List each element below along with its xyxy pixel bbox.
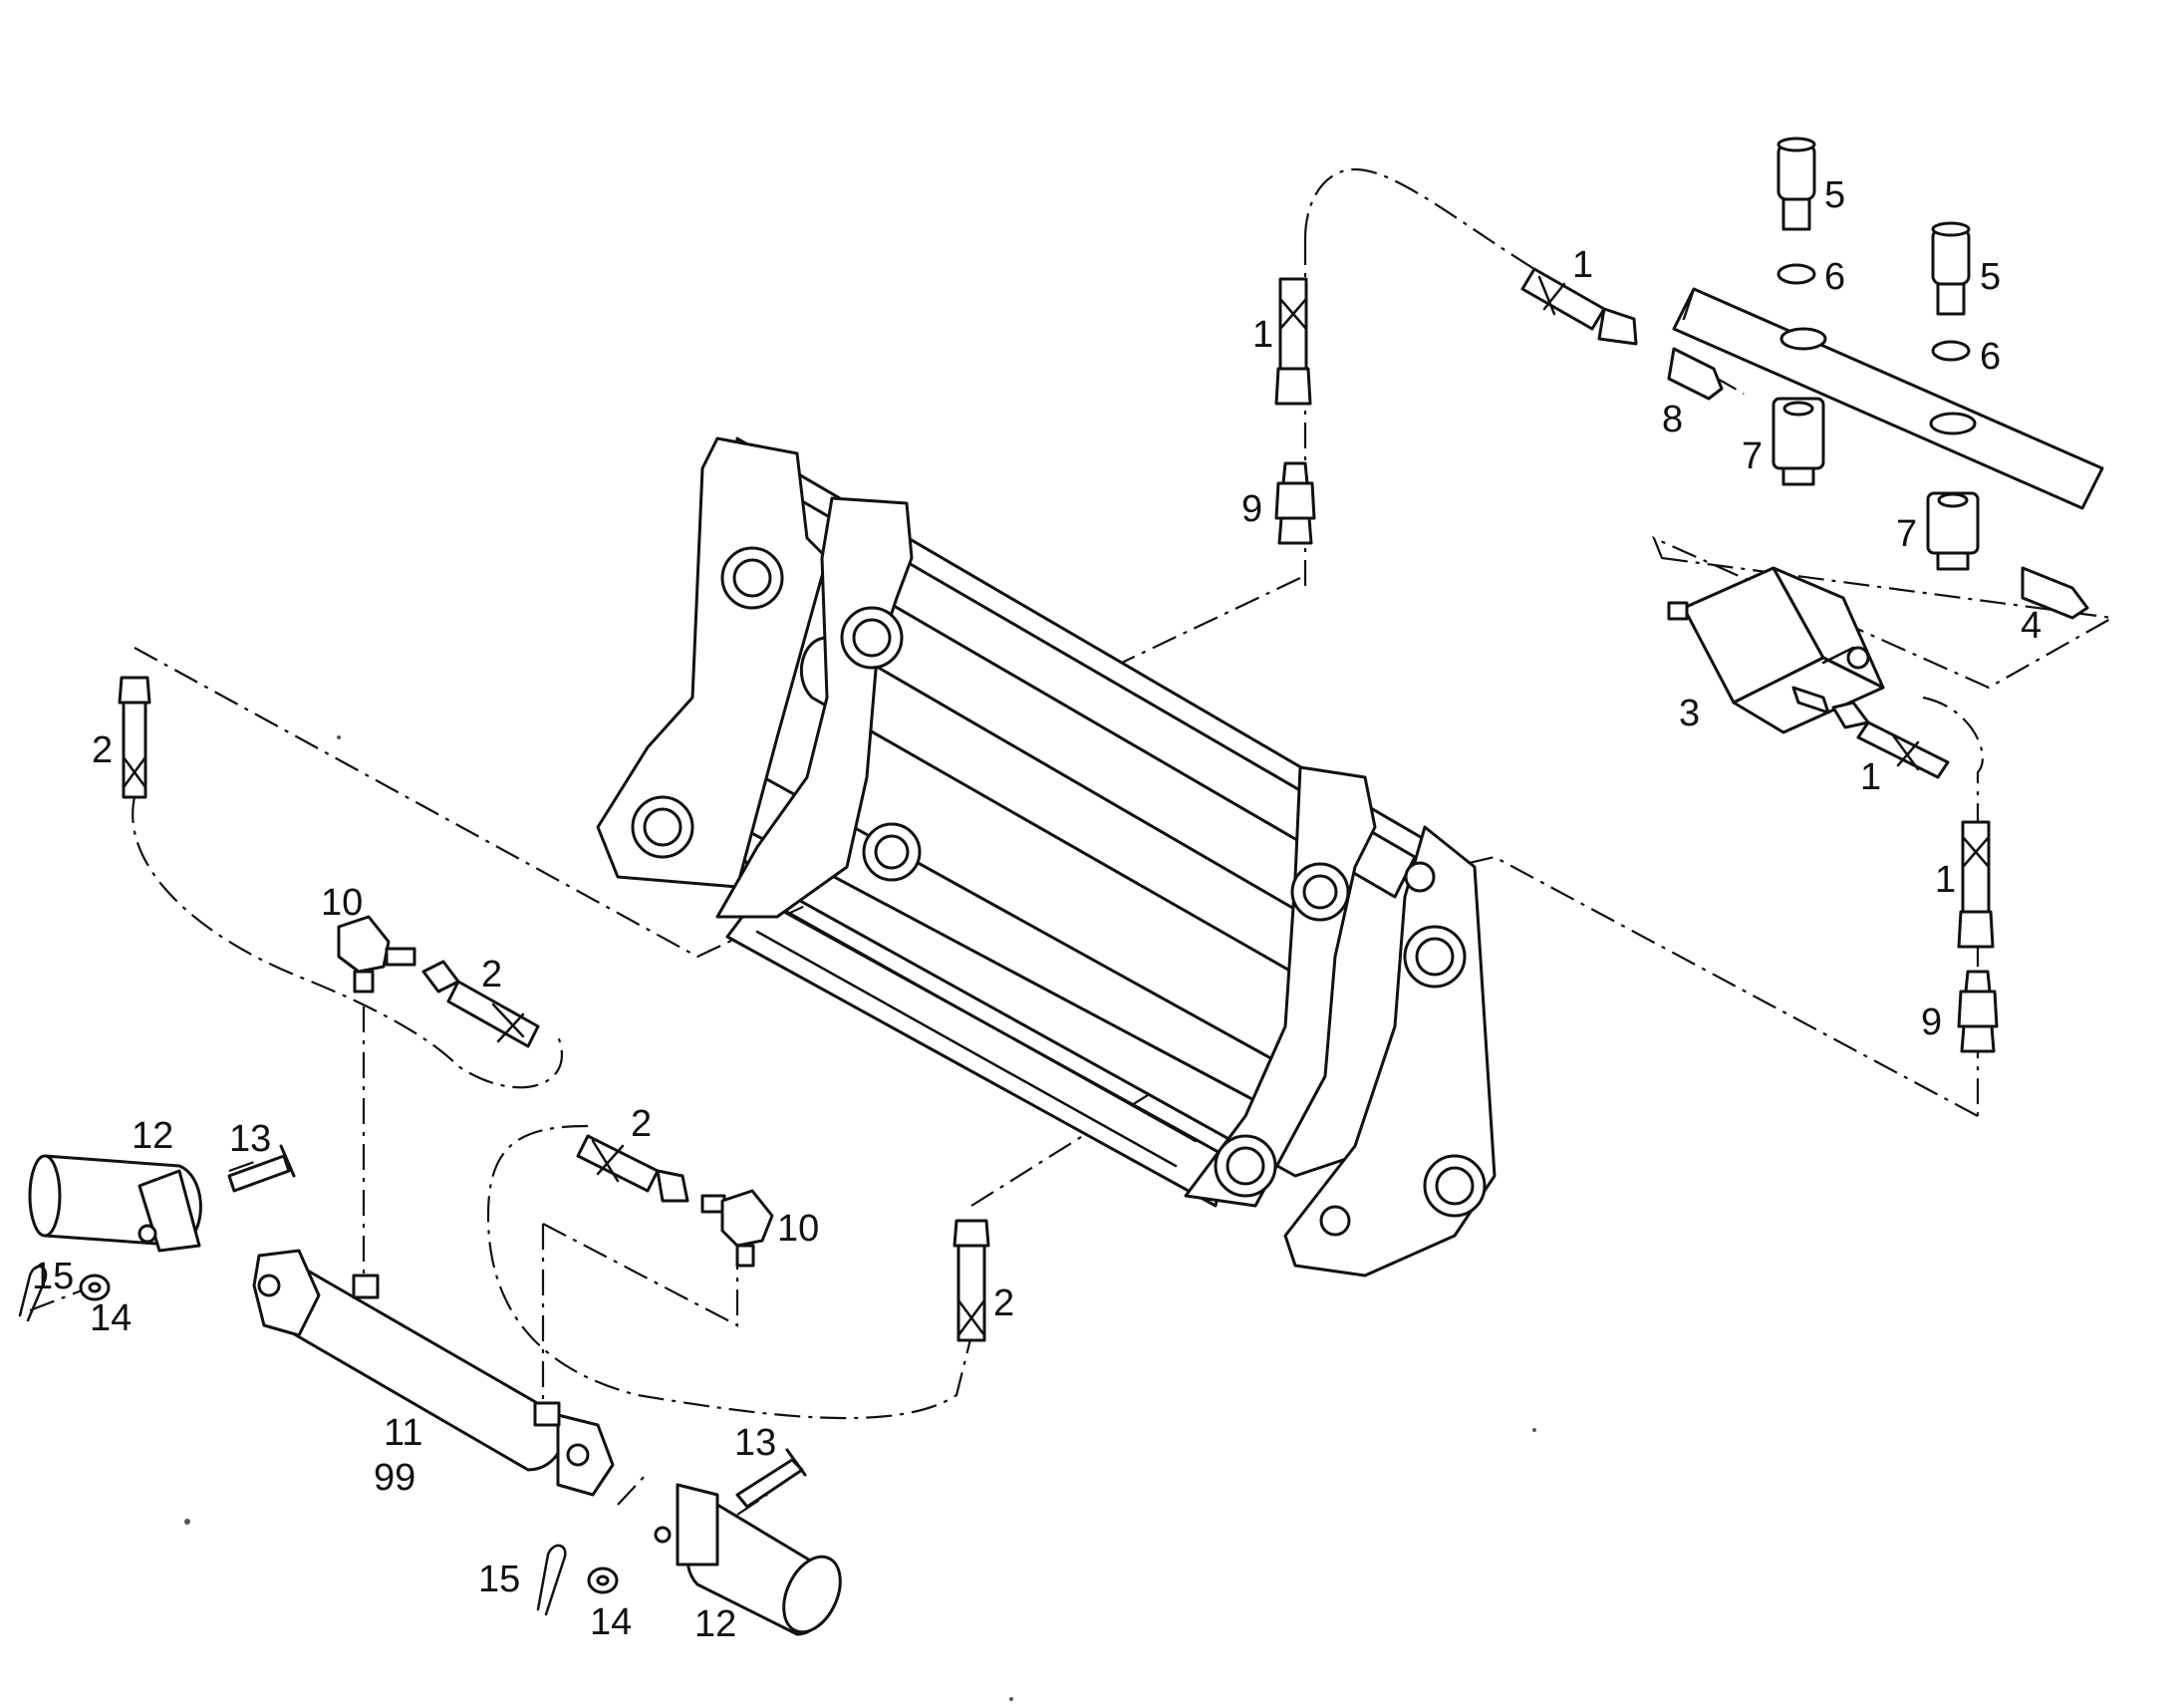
callout-10-upper: 10 (321, 882, 363, 924)
callout-6-left: 6 (1824, 256, 1845, 298)
callout-3: 3 (1679, 693, 1700, 734)
hose-2-left-vertical (118, 676, 151, 799)
callout-4: 4 (2021, 605, 2042, 647)
adapter-8 (1667, 347, 1724, 401)
mounting-plate (1672, 287, 2104, 510)
bolt-13-left (227, 1144, 296, 1193)
callout-14-left: 14 (90, 1297, 132, 1339)
callout-2-lower: 2 (631, 1103, 652, 1145)
hose-1-top-diagonal (1520, 267, 1638, 346)
hose-2-upper (421, 960, 540, 1048)
callout-2-left: 2 (92, 729, 113, 771)
callout-11: 11 (384, 1412, 422, 1454)
callout-15-right: 15 (478, 1559, 520, 1600)
hose-2-lower (576, 1134, 689, 1203)
hydraulic-cylinder (252, 1249, 615, 1497)
callout-12-left: 12 (132, 1115, 173, 1157)
callout-8: 8 (1662, 399, 1683, 440)
callout-7-right: 7 (1896, 513, 1917, 555)
washer-6-right (1931, 340, 1971, 362)
hose-2-right-vertical (953, 1219, 990, 1342)
callout-13-right: 13 (734, 1422, 776, 1464)
callout-7-left: 7 (1742, 435, 1763, 477)
callout-5-left: 5 (1824, 174, 1845, 216)
hose-1-right-vertical (1957, 820, 1995, 949)
adapter-4 (2021, 566, 2089, 620)
callout-1-left: 1 (1252, 314, 1273, 356)
elbow-fitting-10-lower (700, 1189, 774, 1268)
hose-1-right-diagonal (1831, 701, 1950, 779)
washer-14-right (587, 1566, 619, 1594)
callout-6-right: 6 (1980, 336, 2001, 378)
adapter-9-lower (1957, 970, 1999, 1053)
callout-5-right: 5 (1980, 256, 2001, 298)
cotter-pin-15-left (18, 1265, 48, 1322)
washer-14-left (79, 1274, 111, 1301)
nut-7-left (1772, 397, 1825, 486)
callout-1-top: 1 (1572, 244, 1593, 286)
quick-hitch-frame (596, 436, 1497, 1278)
pin-12-right (654, 1483, 842, 1636)
callout-labels: 1 1 1 1 2 2 2 2 3 4 5 5 6 6 7 7 8 9 9 10… (32, 174, 2042, 1645)
pin-12-left (28, 1154, 202, 1253)
coupling-5-right (1931, 221, 1971, 316)
valve-3 (1667, 566, 1885, 734)
scan-specks (184, 735, 1536, 1701)
washer-6-left (1776, 263, 1816, 285)
callout-12-right: 12 (694, 1603, 736, 1645)
callout-1-right: 1 (1935, 859, 1956, 901)
callout-9-lower: 9 (1921, 1001, 1942, 1043)
adapter-9-upper (1274, 461, 1316, 545)
callout-9-upper: 9 (1241, 488, 1262, 530)
coupling-5-left (1776, 137, 1816, 231)
callout-10-lower: 10 (777, 1208, 819, 1250)
callout-99: 99 (374, 1457, 415, 1499)
elbow-fitting-10-upper (337, 915, 416, 994)
callout-14-right: 14 (590, 1601, 632, 1643)
callout-2-right: 2 (993, 1282, 1014, 1324)
cotter-pin-15-right (536, 1544, 567, 1616)
callout-15-left: 15 (32, 1256, 74, 1297)
nut-7-right (1926, 491, 1980, 571)
callout-2-upper: 2 (481, 954, 502, 995)
callout-13-left: 13 (229, 1118, 271, 1160)
callout-1-valve: 1 (1860, 756, 1881, 798)
hose-1-top-vertical (1274, 277, 1312, 406)
bolt-13-right (735, 1448, 807, 1509)
